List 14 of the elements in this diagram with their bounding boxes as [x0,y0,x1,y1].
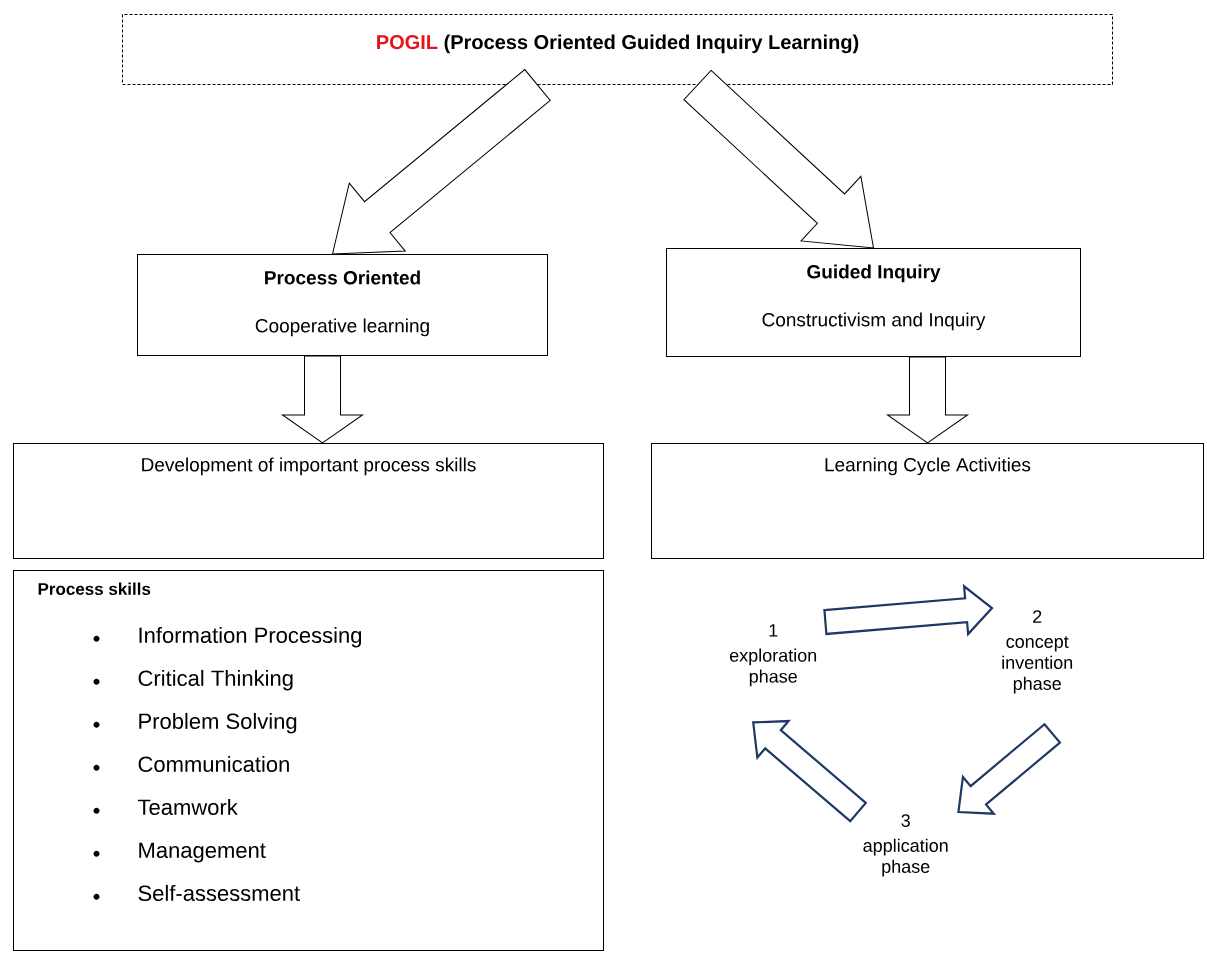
block-arrow [683,69,874,249]
block-arrow [823,583,994,637]
phase-label: 1 exploration phase [729,624,817,687]
skills-list-box: Process skills Information Processing Critical Thinking Problem Solving Communication Teamwork Management Self-assessment [13,570,604,951]
block-arrow [887,356,968,444]
title-box: POGIL (Process Oriented Guided Inquiry Learning) [122,14,1113,85]
phase-label: 2 concept invention phase [1002,610,1073,694]
category-box: Process Oriented Cooperative learning [137,254,548,356]
phase-label: 3 application phase [863,814,948,877]
result-box: Learning Cycle Activities [651,443,1204,559]
block-arrow [332,69,551,255]
result-box: Development of important process skills [13,443,604,559]
category-box: Guided Inquiry Constructivism and Inquiry [666,248,1081,357]
block-arrow [282,355,363,444]
